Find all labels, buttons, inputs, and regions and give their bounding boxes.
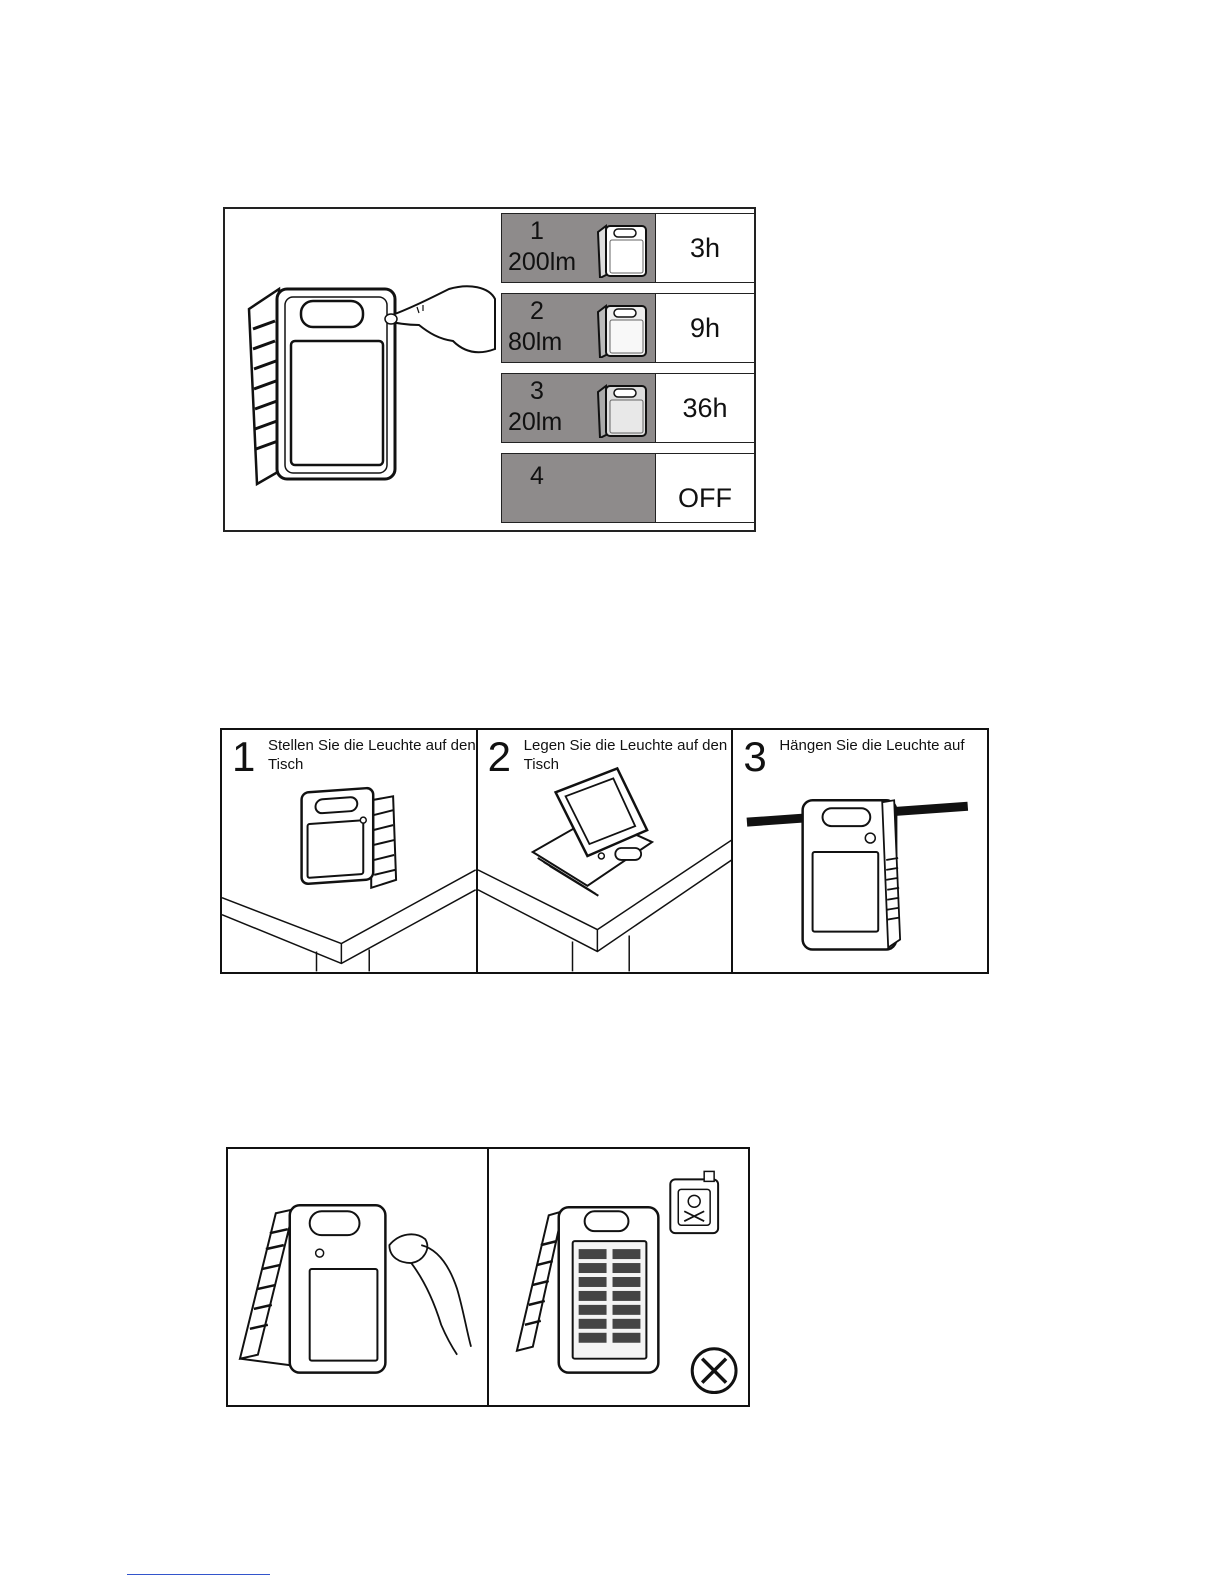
step-number: 2 bbox=[488, 736, 511, 778]
cleaning-panel-allowed bbox=[228, 1149, 489, 1405]
footnote-separator bbox=[127, 1574, 270, 1575]
step-instruction: Legen Sie die Leuchte auf den Tisch bbox=[524, 736, 734, 774]
cleaning-panel-prohibited bbox=[489, 1149, 748, 1405]
mode-number: 2 bbox=[530, 297, 544, 326]
step-instruction: Hängen Sie die Leuchte auf bbox=[779, 736, 987, 755]
mode-number: 3 bbox=[530, 377, 544, 406]
mode-number: 4 bbox=[530, 462, 544, 491]
no-chemical-cleaner-illustration bbox=[489, 1149, 748, 1405]
mode-level-cell: 2 80lm bbox=[502, 294, 656, 362]
lamp-hanging-illustration bbox=[733, 730, 987, 972]
mode-runtime: 36h bbox=[656, 374, 754, 442]
mode-runtime: 3h bbox=[656, 214, 754, 282]
mode-level-cell: 4 bbox=[502, 454, 656, 522]
step-number: 1 bbox=[232, 736, 255, 778]
lamp-press-button-illustration bbox=[239, 269, 499, 489]
mode-level-cell: 1 200lm bbox=[502, 214, 656, 282]
mode-lumen: 20lm bbox=[508, 408, 562, 437]
cloth-wipe-icon bbox=[228, 1149, 487, 1405]
step-number: 3 bbox=[743, 736, 766, 778]
mode-runtime: 9h bbox=[656, 294, 754, 362]
mode-row: 4 OFF bbox=[501, 453, 755, 523]
mode-number: 1 bbox=[530, 217, 544, 246]
mode-lumen: 80lm bbox=[508, 328, 562, 357]
mode-row: 1 200lm 3h bbox=[501, 213, 755, 283]
mode-runtime: OFF bbox=[656, 454, 754, 522]
mode-row: 3 20lm 36h bbox=[501, 373, 755, 443]
mode-level-cell: 3 20lm bbox=[502, 374, 656, 442]
placement-panel: 1 Stellen Sie die Leuchte auf den Tisch bbox=[222, 730, 478, 972]
step-instruction: Stellen Sie die Leuchte auf den Tisch bbox=[268, 736, 478, 774]
lamp-medium-icon bbox=[594, 302, 650, 358]
light-modes-figure: 1 200lm 3h 2 80lm 9h 3 20lm bbox=[223, 207, 756, 532]
lamp-bright-icon bbox=[594, 222, 650, 278]
mode-row: 2 80lm 9h bbox=[501, 293, 755, 363]
cleaning-figure bbox=[226, 1147, 750, 1407]
placement-panel: 3 Hängen Sie die Leuchte auf bbox=[733, 730, 987, 972]
mode-lumen: 200lm bbox=[508, 248, 576, 277]
placement-figure: 1 Stellen Sie die Leuchte auf den Tisch … bbox=[220, 728, 989, 974]
lamp-dim-icon bbox=[594, 382, 650, 438]
placement-panel: 2 Legen Sie die Leuchte auf den Tisch bbox=[478, 730, 734, 972]
chemical-canister-icon bbox=[670, 1171, 718, 1233]
circle-x-icon bbox=[692, 1349, 736, 1393]
